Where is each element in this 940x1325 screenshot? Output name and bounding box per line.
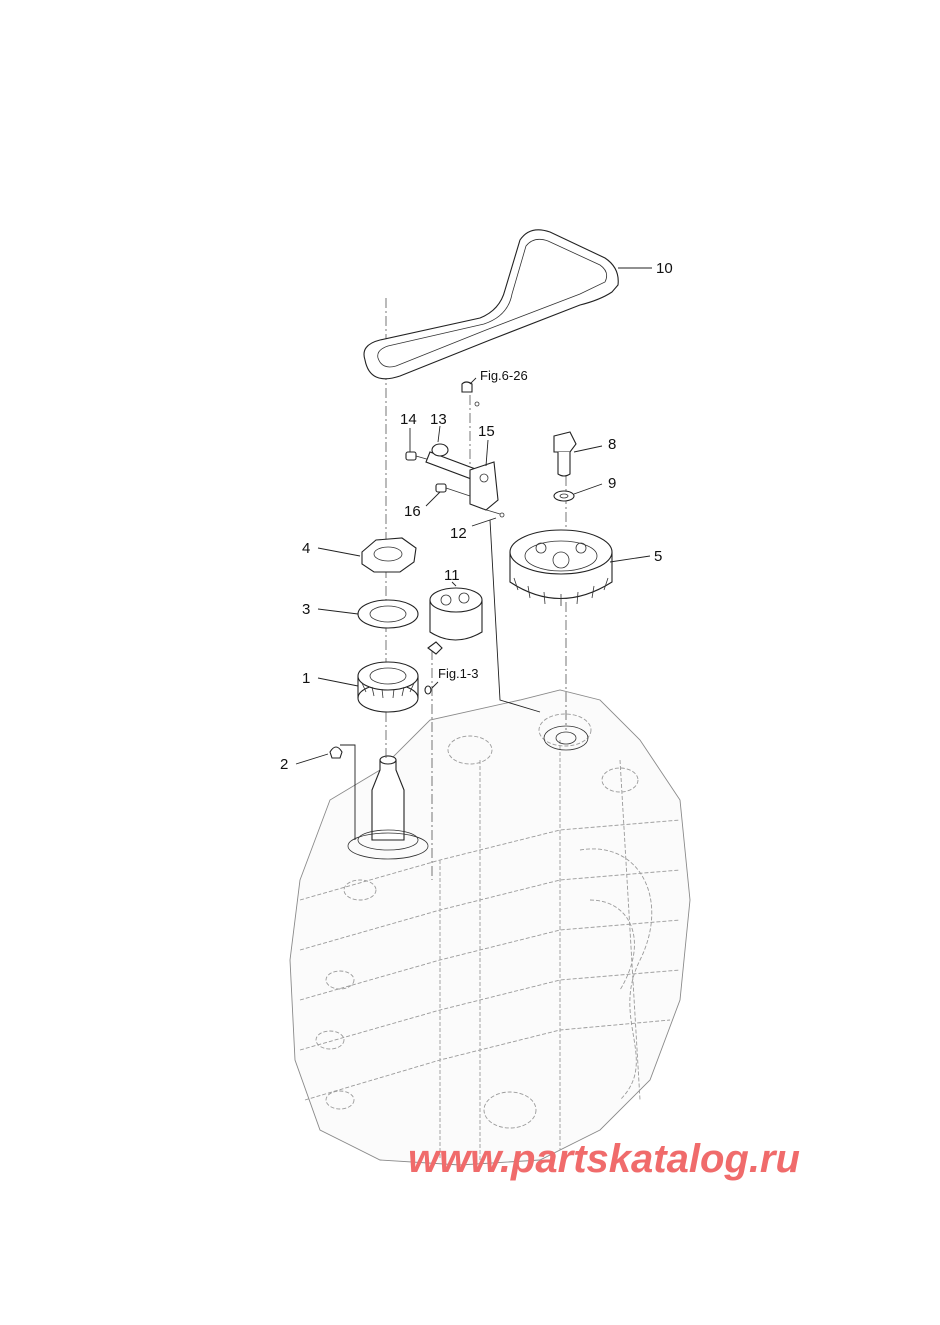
cam-pulley-5 xyxy=(509,529,613,606)
pin-12 xyxy=(479,507,505,518)
camshaft-mount xyxy=(543,725,589,751)
washer-9 xyxy=(553,490,575,502)
ref-fig-6-26: Fig.6-26 xyxy=(480,368,528,383)
callout-5: 5 xyxy=(654,548,662,565)
bolt-16 xyxy=(435,483,471,497)
callout-14: 14 xyxy=(400,411,417,428)
callout-1: 1 xyxy=(302,670,310,687)
washer-3 xyxy=(357,599,419,629)
callout-3: 3 xyxy=(302,601,310,618)
bolt-14 xyxy=(405,451,431,461)
clip-fig-6-26 xyxy=(461,381,480,407)
figure-references: Fig.6-26 Fig.1-3 xyxy=(438,368,528,681)
woodruff-key-2 xyxy=(329,746,343,759)
nut-4 xyxy=(361,537,417,573)
ref-fig-1-3: Fig.1-3 xyxy=(438,666,478,681)
tensioner-11 xyxy=(427,587,483,655)
callout-2: 2 xyxy=(280,756,288,773)
bracket-15 xyxy=(469,461,499,511)
callout-15: 15 xyxy=(478,423,495,440)
o-ring-fig-1-3 xyxy=(424,685,432,695)
callout-16: 16 xyxy=(404,503,421,520)
crankshaft-nose xyxy=(347,755,429,860)
callout-12: 12 xyxy=(450,525,467,542)
leader-lines xyxy=(295,267,652,765)
callout-10: 10 xyxy=(656,260,673,277)
callout-11: 11 xyxy=(444,567,460,584)
callout-13: 13 xyxy=(430,411,447,428)
callout-9: 9 xyxy=(608,475,616,492)
engine-block xyxy=(289,689,691,1166)
bolt-8 xyxy=(553,431,577,477)
timing-belt xyxy=(363,229,619,380)
callout-labels: 10 8 9 5 14 13 15 16 12 11 4 3 1 2 xyxy=(280,260,673,773)
watermark: www.partskatalog.ru xyxy=(408,1137,800,1181)
crank-pulley-1 xyxy=(357,661,419,713)
callout-4: 4 xyxy=(302,540,310,557)
callout-8: 8 xyxy=(608,436,616,453)
